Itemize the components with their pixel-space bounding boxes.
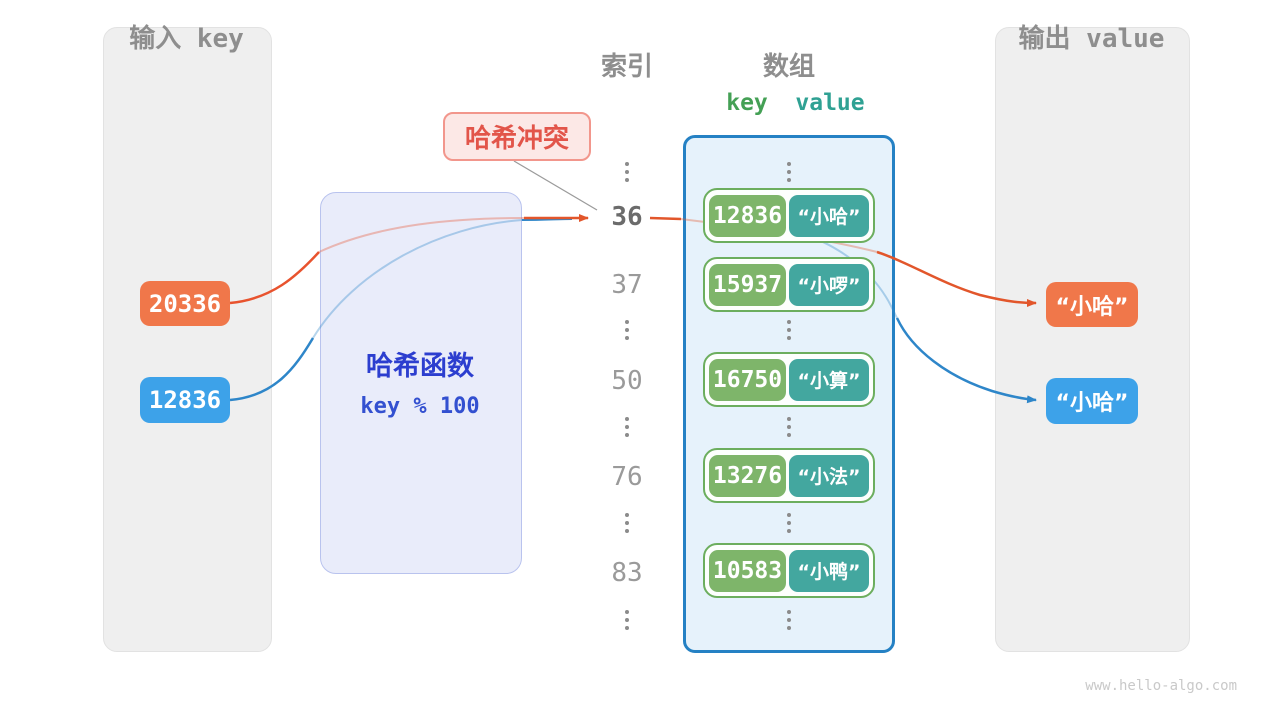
input-key-12836-label: 12836 (148, 386, 222, 414)
array-row-value-cell: “小鸭” (789, 549, 869, 592)
ellipsis-icon (624, 513, 630, 533)
output-panel (995, 27, 1190, 652)
array-row-key-cell: 13276 (709, 454, 786, 497)
collision-label: 哈希冲突 (443, 112, 591, 161)
hash-function-title: 哈希函数 (366, 351, 474, 382)
index-label-36: 36 (611, 202, 643, 232)
array-row-value-cell: “小啰” (789, 263, 869, 306)
index-label-37: 37 (611, 270, 643, 300)
output-panel-title: 输出 value (1018, 24, 1165, 54)
ellipsis-icon (786, 417, 792, 437)
output-value-orange-label: “小哈” (1055, 294, 1129, 320)
output-value-box-orange: “小哈” (1046, 282, 1138, 327)
index-label-76: 76 (611, 462, 643, 492)
index-label-83: 83 (611, 558, 643, 588)
array-row: 10583 “小鸭” (703, 543, 875, 598)
ellipsis-icon (624, 320, 630, 340)
input-panel (103, 27, 272, 652)
array-row: 13276 “小法” (703, 448, 875, 503)
ellipsis-icon (624, 417, 630, 437)
ellipsis-icon (786, 513, 792, 533)
input-key-box-20336: 20336 (140, 281, 230, 326)
value-column-header: value (795, 90, 865, 116)
input-key-20336-label: 20336 (148, 289, 222, 318)
array-row-value-cell: “小算” (789, 358, 869, 401)
blue-converge-segment (521, 218, 573, 221)
array-row: 15937 “小啰” (703, 257, 875, 312)
ellipsis-icon (786, 320, 792, 340)
ellipsis-icon (786, 162, 792, 182)
array-row-value-cell: “小法” (789, 454, 869, 497)
key-column-header: key (726, 90, 768, 116)
input-panel-title: 输入 key (129, 24, 244, 54)
output-value-box-blue: “小哈” (1046, 378, 1138, 424)
array-row: 12836 “小哈” (703, 188, 875, 243)
hash-function-box (320, 192, 522, 574)
array-column-header: 数组 (762, 52, 815, 82)
array-row: 16750 “小算” (703, 352, 875, 407)
index-label-50: 50 (611, 366, 643, 396)
output-value-blue-label: “小哈” (1055, 391, 1129, 416)
index-column-header: 索引 (600, 52, 653, 82)
ellipsis-icon (786, 610, 792, 630)
input-key-box-12836: 12836 (140, 377, 230, 423)
watermark: www.hello-algo.com (1085, 678, 1237, 694)
hash-function-formula: key % 100 (360, 394, 480, 419)
array-row-key-cell: 15937 (709, 263, 786, 306)
collision-connector-line (513, 160, 598, 211)
array-row-key-cell: 12836 (709, 194, 786, 237)
ellipsis-icon (624, 162, 630, 182)
array-row-value-cell: “小哈” (789, 194, 869, 237)
array-row-key-cell: 10583 (709, 549, 786, 592)
ellipsis-icon (624, 610, 630, 630)
array-row-key-cell: 16750 (709, 358, 786, 401)
